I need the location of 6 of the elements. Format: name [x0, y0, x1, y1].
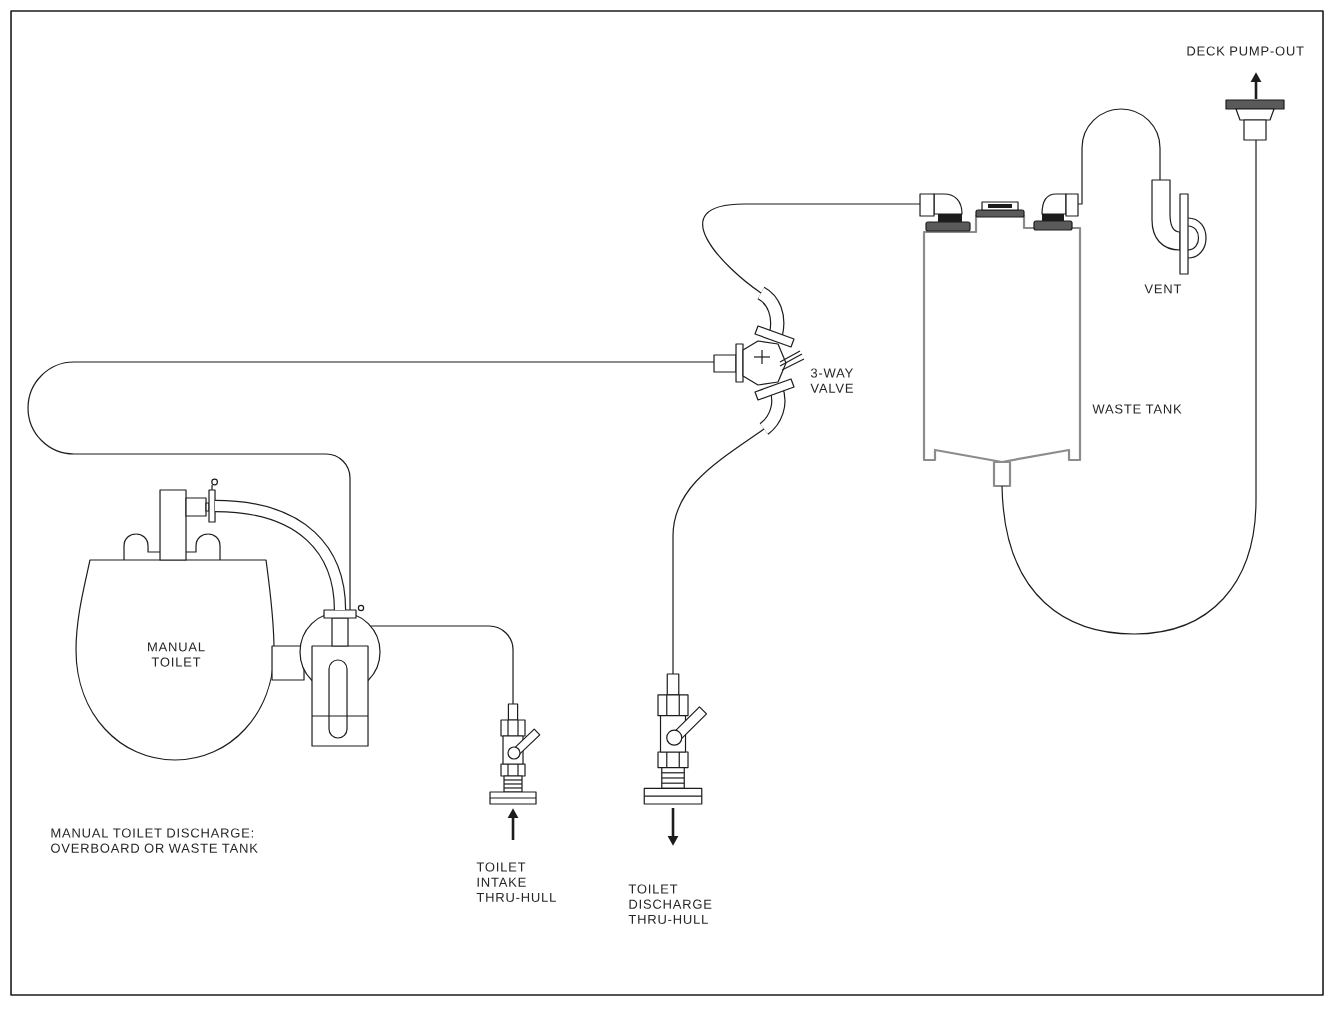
hose: [672, 428, 765, 675]
hose: [1077, 108, 1161, 205]
hand-pump: [271, 604, 381, 747]
hose: [27, 361, 715, 611]
hose: [369, 625, 514, 705]
hose: [214, 499, 347, 611]
